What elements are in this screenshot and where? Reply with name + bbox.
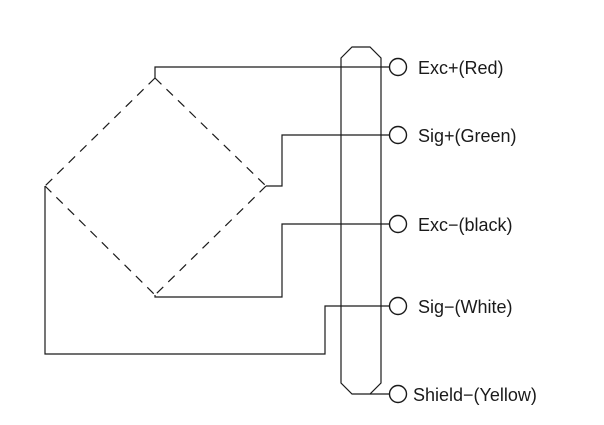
terminal-exc-minus[interactable]: [388, 214, 408, 234]
terminal-exc-plus[interactable]: [388, 57, 408, 77]
cable-jacket: [340, 46, 382, 395]
bridge-arm-top-right: [154, 77, 267, 187]
label-sig-plus: Sig+(Green): [418, 126, 517, 146]
wire-exc-minus: [154, 223, 389, 298]
label-exc-plus: Exc+(Red): [418, 58, 504, 78]
terminals: [388, 57, 408, 404]
terminal-sig-plus[interactable]: [388, 125, 408, 145]
bridge-arm-top-left: [44, 77, 156, 187]
bridge-arm-bottom-left: [44, 185, 156, 296]
terminal-sig-minus[interactable]: [388, 296, 408, 316]
terminal-shield[interactable]: [388, 384, 408, 404]
wheatstone-bridge: [44, 77, 267, 296]
wires: [44, 66, 389, 395]
label-exc-minus: Exc−(black): [418, 215, 513, 235]
label-shield: Shield−(Yellow): [413, 385, 537, 405]
wire-sig-minus: [44, 186, 389, 355]
label-sig-minus: Sig−(White): [418, 297, 513, 317]
terminal-labels: Exc+(Red) Sig+(Green) Exc−(black) Sig−(W…: [413, 58, 537, 405]
wire-sig-plus: [266, 134, 389, 187]
wire-exc-plus: [154, 66, 389, 78]
bridge-arm-bottom-right: [154, 185, 267, 296]
